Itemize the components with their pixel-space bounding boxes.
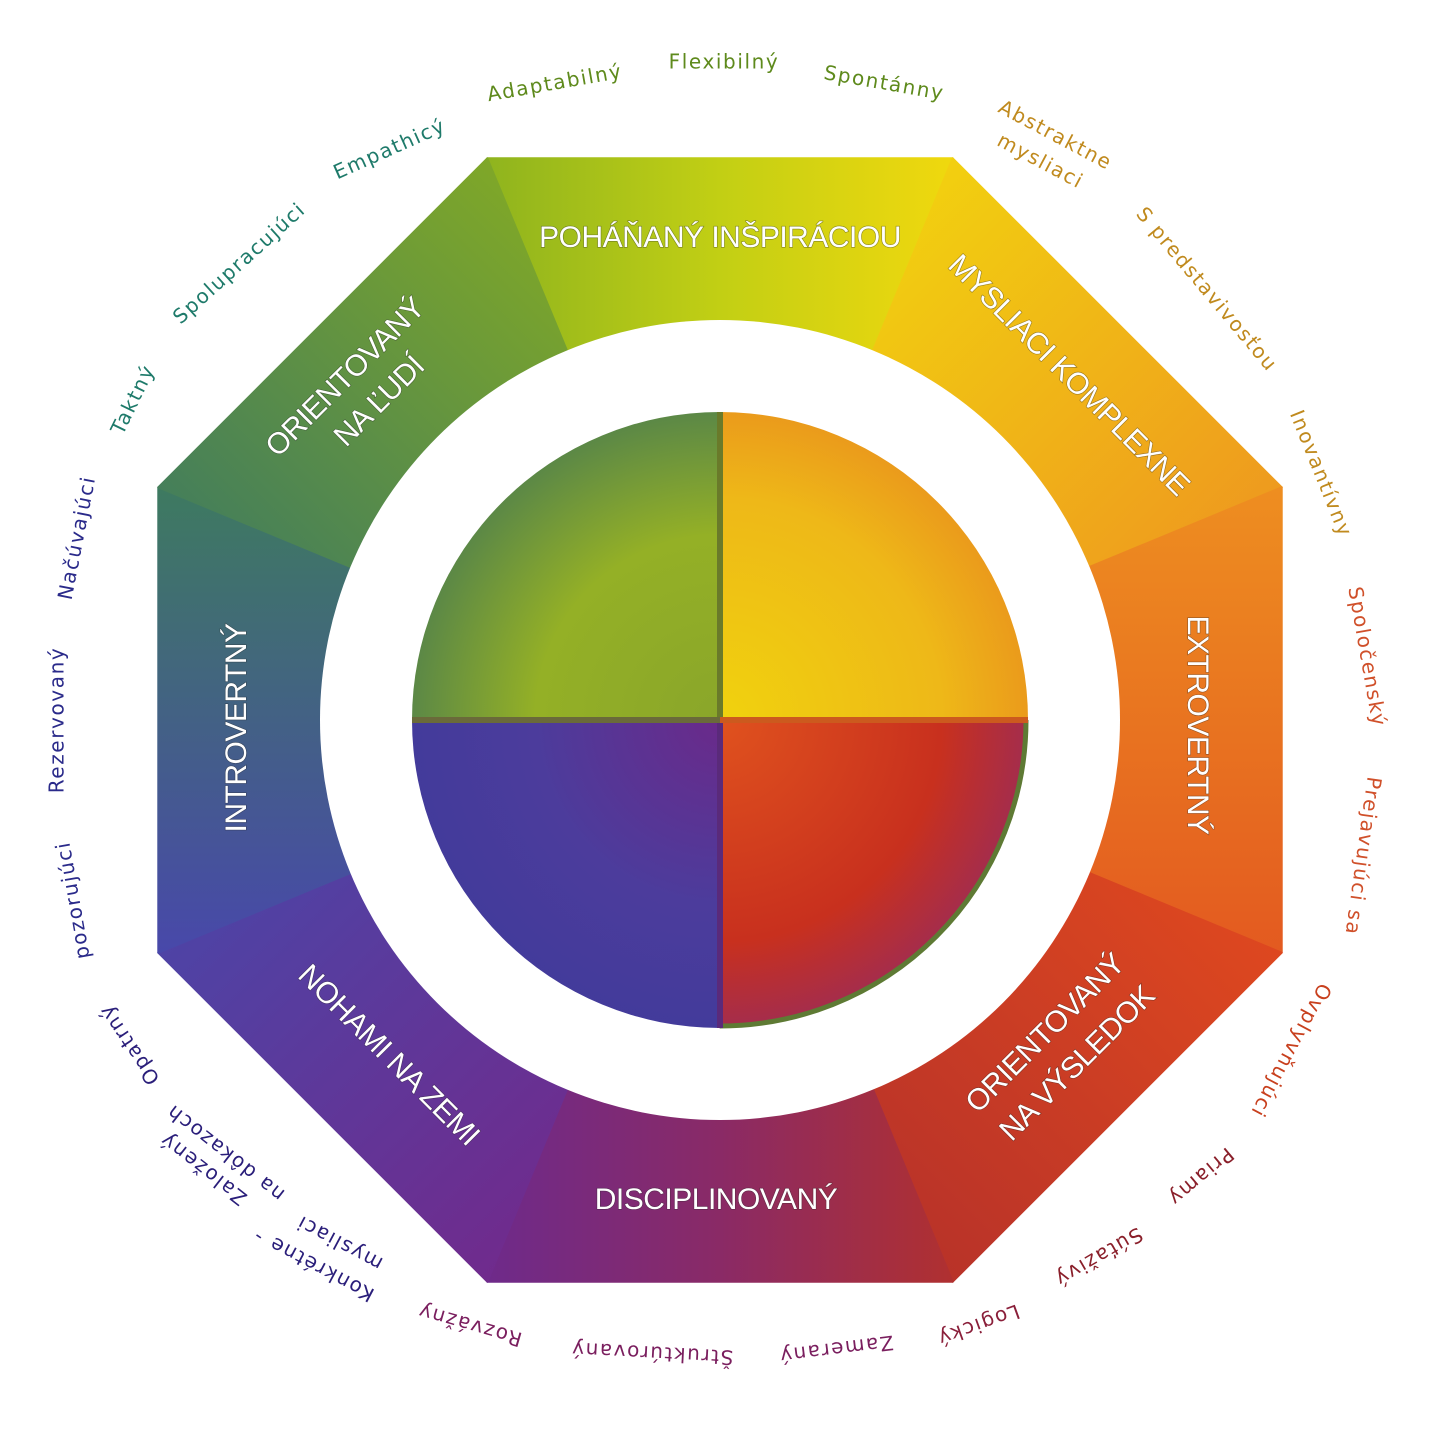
outer-word-pozorujuci: pozorujúci [50,839,94,961]
outer-word-priamy: Priamy [1163,1143,1239,1212]
octagon-ring [157,157,1283,1283]
outer-word-flexibilny: Flexibilný [669,50,780,74]
outer-word-prejavujuci-sa: Prejavujúci sa [1340,775,1386,937]
ring-label-right: EXTROVERTNÝ [1181,616,1214,835]
ring-label-top: POHÁŇANÝ INŠPIRÁCIOU [539,220,901,254]
outer-word-strukturovany: Štruktúrovaný [570,1337,734,1369]
outer-word-empathicy: Empathicý [330,113,450,184]
center-quartered-circle [411,411,1029,1029]
outer-word-opatrny: Opatrný [93,1000,164,1090]
outer-word-zamerany: Zameraný [777,1331,895,1369]
outer-word-oplyvnujuci: Ovplyvňujúci [1246,979,1337,1122]
outer-word-taktny: Taktný [105,361,160,440]
outer-word-spolocensky: Spoločenský [1343,585,1391,729]
ring-label-left: INTROVERTNÝ [220,623,253,832]
outer-word-inovantivny: Inovantívny [1285,406,1358,540]
quadrant-bottom-right [720,720,1028,1028]
quadrant-bottom-left [412,720,720,1028]
outer-word-rozvazny: Rozvážny [415,1299,525,1352]
outer-word-s-predstavivostou: S predstavivosťou [1131,202,1282,376]
outer-word-adaptabilny: Adaptabilný [485,59,624,106]
ring-label-bottom: DISCIPLINOVANÝ [595,1183,838,1216]
quadrant-top-right [720,412,1028,720]
outer-word-rezervovany: Rezervovaný [45,647,69,794]
quadrant-top-left [412,412,720,720]
outer-word-sutazivy: Súťaživý [1050,1222,1147,1292]
outer-word-dash: - [247,1225,268,1250]
outer-word-nacuvajuci: Načúvajúci [53,474,101,602]
outer-word-spontanny: Spontánny [822,60,946,105]
outer-word-logicky: Logický [934,1299,1023,1351]
outer-word-spolupracujuci: Spolupracujúci [168,197,310,329]
